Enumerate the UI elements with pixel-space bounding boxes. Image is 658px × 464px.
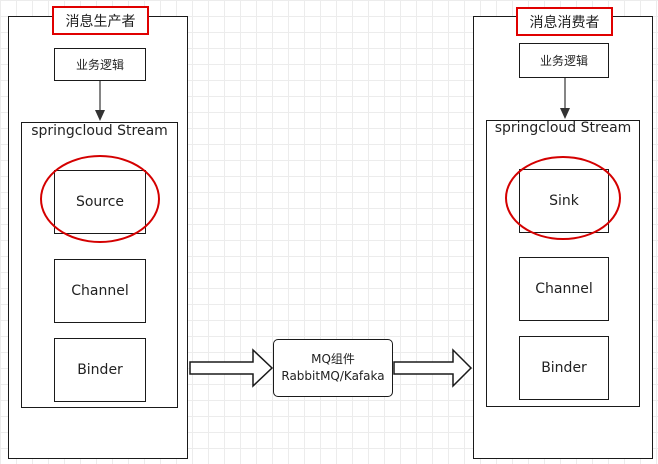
consumer-stream-container	[486, 120, 640, 407]
producer-title: 消息生产者	[52, 6, 149, 35]
consumer-binder-box: Binder	[519, 336, 609, 400]
producer-business-logic: 业务逻辑	[54, 48, 146, 81]
consumer-sink-highlight	[505, 156, 621, 240]
mq-component-products: RabbitMQ/Kafaka	[281, 369, 385, 383]
producer-channel-box: Channel	[54, 259, 146, 323]
producer-source-highlight	[40, 155, 160, 243]
mq-component-box: MQ组件 RabbitMQ/Kafaka	[273, 339, 393, 397]
consumer-business-logic: 业务逻辑	[519, 43, 609, 78]
producer-binder-box: Binder	[54, 338, 146, 402]
consumer-stream-label: springcloud Stream	[494, 120, 632, 136]
mq-component-label: MQ组件	[311, 352, 355, 366]
producer-stream-label: springcloud Stream	[31, 123, 168, 139]
consumer-channel-box: Channel	[519, 257, 609, 321]
consumer-title: 消息消费者	[516, 7, 613, 36]
producer-stream-container	[21, 122, 178, 408]
